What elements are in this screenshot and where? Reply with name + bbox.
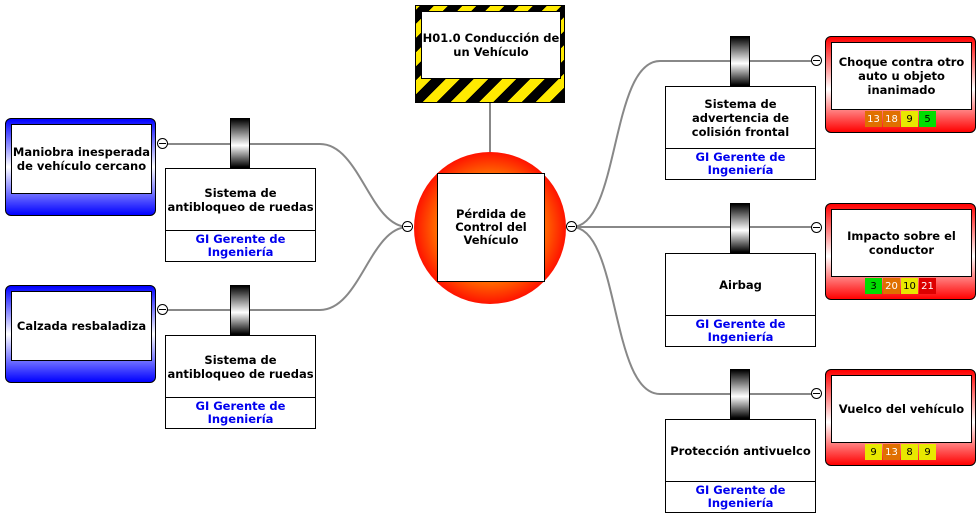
consequence-line-3	[571, 226, 817, 395]
consequence-collapse-toggle[interactable]	[811, 222, 822, 233]
preventive-barrier[interactable]: Sistema de antibloqueo de ruedas GI Gere…	[165, 168, 316, 262]
preventive-barrier[interactable]: Sistema de antibloqueo de ruedas GI Gere…	[165, 335, 316, 429]
threat-box[interactable]: Maniobra inesperada de vehículo cercano	[5, 118, 156, 216]
consequence-label: Choque contra otro auto u objeto inanima…	[831, 42, 972, 110]
hazard-box[interactable]: H01.0 Conducción de un Vehículo	[415, 5, 565, 103]
consequence-label: Impacto sobre el conductor	[831, 209, 972, 277]
risk-score: 3	[865, 278, 882, 294]
barrier-owner: GI Gerente de Ingeniería	[695, 150, 786, 177]
risk-score: 9	[901, 111, 918, 127]
risk-score: 21	[919, 278, 936, 294]
barrier-label: Sistema de antibloqueo de ruedas	[166, 336, 315, 398]
mitigative-barrier[interactable]: Protección antivuelco GI Gerente de Inge…	[665, 419, 816, 513]
threat-label: Calzada resbaladiza	[11, 291, 152, 361]
risk-score: 20	[883, 278, 900, 294]
consequence-collapse-toggle[interactable]	[811, 55, 822, 66]
barrier-handle[interactable]	[730, 203, 750, 253]
barrier-handle[interactable]	[730, 369, 750, 419]
risk-score: 10	[901, 278, 918, 294]
top-event[interactable]: Pérdida de Control del Vehículo	[414, 152, 566, 304]
risk-score: 9	[865, 444, 882, 460]
consequence-label: Vuelco del vehículo	[831, 375, 972, 443]
barrier-handle[interactable]	[730, 36, 750, 86]
barrier-label: Protección antivuelco	[666, 420, 815, 482]
collapse-left-toggle[interactable]	[402, 221, 413, 232]
barrier-owner: GI Gerente de Ingeniería	[695, 483, 786, 510]
mitigative-barrier[interactable]: Airbag GI Gerente de Ingeniería	[665, 253, 816, 347]
consequence-box[interactable]: Choque contra otro auto u objeto inanima…	[825, 36, 976, 133]
collapse-right-toggle[interactable]	[566, 221, 577, 232]
threat-line-2	[163, 226, 409, 311]
consequence-line-1	[571, 60, 817, 228]
hazard-label: H01.0 Conducción de un Vehículo	[421, 11, 561, 79]
barrier-label: Sistema de antibloqueo de ruedas	[166, 169, 315, 231]
barrier-label: Sistema de advertencia de colisión front…	[666, 87, 815, 149]
risk-score: 9	[919, 444, 936, 460]
risk-score: 5	[919, 111, 936, 127]
mitigative-barrier[interactable]: Sistema de advertencia de colisión front…	[665, 86, 816, 180]
consequence-collapse-toggle[interactable]	[811, 388, 822, 399]
risk-score: 8	[901, 444, 918, 460]
threat-collapse-toggle[interactable]	[157, 304, 168, 315]
threat-line-1	[163, 143, 409, 228]
barrier-handle[interactable]	[230, 285, 250, 335]
risk-score: 13	[883, 444, 900, 460]
barrier-owner: GI Gerente de Ingeniería	[195, 232, 286, 259]
threat-box[interactable]: Calzada resbaladiza	[5, 285, 156, 383]
threat-label: Maniobra inesperada de vehículo cercano	[11, 124, 152, 194]
threat-collapse-toggle[interactable]	[157, 138, 168, 149]
barrier-owner: GI Gerente de Ingeniería	[695, 317, 786, 344]
barrier-label: Airbag	[666, 254, 815, 316]
barrier-owner: GI Gerente de Ingeniería	[195, 399, 286, 426]
top-event-label: Pérdida de Control del Vehículo	[437, 173, 545, 282]
barrier-handle[interactable]	[230, 118, 250, 168]
risk-score: 13	[865, 111, 882, 127]
risk-score: 18	[883, 111, 900, 127]
